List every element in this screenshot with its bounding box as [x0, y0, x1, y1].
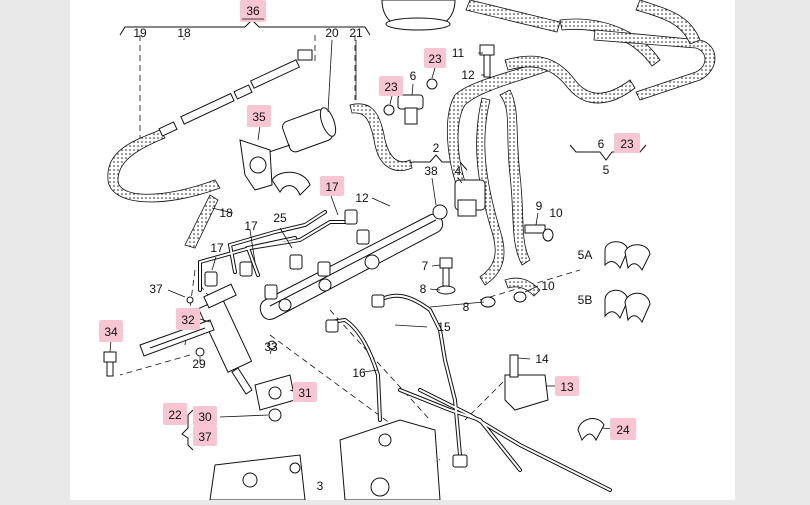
- callout-8b: 8: [463, 300, 470, 314]
- callout-12a: 12: [461, 68, 475, 82]
- clips-5a: [604, 241, 651, 272]
- callout-23b: 23: [384, 80, 398, 94]
- callout-37a: 37: [149, 282, 163, 296]
- callout-9: 9: [536, 199, 543, 213]
- callout-12b: 12: [355, 191, 369, 205]
- fuel-rail: [259, 213, 443, 320]
- callout-5b: 5B: [578, 293, 593, 307]
- group-bracket-22: [181, 409, 194, 451]
- callout-4: 4: [455, 164, 462, 178]
- callout-31: 31: [298, 386, 312, 400]
- callout-30: 30: [198, 410, 212, 424]
- bracket-35: [239, 139, 273, 191]
- callout-34: 34: [104, 325, 118, 339]
- callout-36-bg: [240, 0, 266, 22]
- clip-24: [577, 418, 605, 442]
- callout-5: 5: [603, 163, 610, 177]
- injector-lines-inner: [199, 211, 611, 491]
- callout-2: 2: [433, 141, 440, 155]
- callout-3: 3: [317, 479, 324, 493]
- callout-8a: 8: [420, 282, 427, 296]
- callout-17b: 17: [244, 219, 258, 233]
- callout-11: 11: [452, 46, 465, 60]
- small-pipes: [158, 49, 313, 137]
- callout-35: 35: [252, 110, 266, 124]
- fuel-hoses: [107, 0, 716, 297]
- callout-32: 32: [181, 313, 195, 327]
- callout-17c: 17: [210, 241, 224, 255]
- clips-5b: [604, 289, 651, 324]
- reservoir: [381, 0, 456, 31]
- pressure-sensor: [432, 179, 486, 220]
- callout-10b: 10: [541, 279, 555, 293]
- callout-14: 14: [535, 352, 549, 366]
- bracket-13: [504, 354, 549, 411]
- callout-33: 33: [264, 340, 278, 354]
- callout-36: 36: [246, 4, 260, 18]
- callout-37b: 37: [198, 430, 212, 444]
- callout-23c: 23: [620, 137, 634, 151]
- screw-11: [479, 44, 495, 78]
- callout-23a: 23: [428, 52, 442, 66]
- injector: [197, 283, 253, 395]
- callout-19: 19: [133, 26, 147, 40]
- callout-18b: 18: [219, 206, 233, 220]
- line-nuts: [204, 209, 468, 468]
- bolts: [436, 224, 554, 308]
- callout-15: 15: [437, 320, 451, 334]
- callout-7: 7: [422, 259, 429, 273]
- callout-20: 20: [325, 26, 339, 40]
- callout-6b: 6: [598, 137, 605, 151]
- group-bracket-5: [569, 144, 647, 161]
- callout-18a: 18: [177, 26, 191, 40]
- fuel-filter: [244, 107, 337, 161]
- callout-16: 16: [352, 366, 366, 380]
- callouts: 36 19 18 20 21 11 23 6 12 23 35 2 38 4 1…: [99, 0, 640, 493]
- callout-13: 13: [560, 380, 574, 394]
- pump-body: [209, 419, 441, 501]
- valve-6: [383, 78, 438, 125]
- callout-22: 22: [168, 408, 182, 422]
- callout-5a: 5A: [578, 248, 593, 262]
- callout-6a: 6: [410, 69, 417, 83]
- clip-25: [271, 171, 311, 196]
- callout-38: 38: [424, 164, 438, 178]
- callout-17a: 17: [325, 180, 339, 194]
- callout-24: 24: [616, 423, 630, 437]
- callout-10a: 10: [549, 206, 563, 220]
- callout-25: 25: [273, 211, 287, 225]
- callout-21: 21: [349, 26, 363, 40]
- callout-29: 29: [192, 357, 206, 371]
